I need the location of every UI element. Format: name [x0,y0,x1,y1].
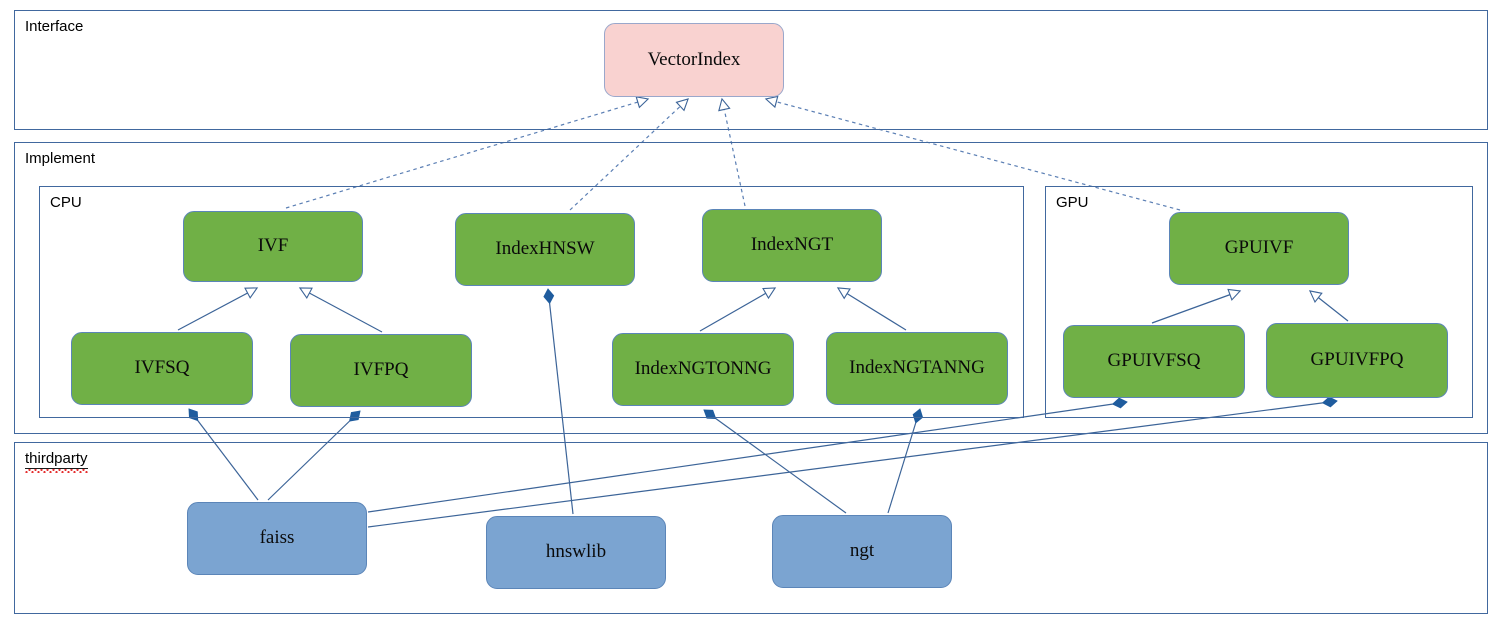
container-label-gpu: GPU [1056,194,1089,211]
node-label: GPUIVFSQ [1107,350,1201,372]
edge-ivfpq-ivf [298,287,383,333]
edge-ngt-indexngtonng [704,409,847,514]
composition-edges [189,289,1337,528]
node-indexngtanng[interactable]: IndexNGTANNG [826,332,1008,405]
node-label: VectorIndex [647,48,741,70]
node-label: IndexNGTANNG [849,357,985,379]
container-cpu [39,186,1024,418]
node-gpuivfsq[interactable]: GPUIVFSQ [1063,325,1245,398]
node-indexhnsw[interactable]: IndexHNSW [455,213,635,286]
container-gpu [1045,186,1473,418]
edge-faiss-ivfsq [189,409,259,501]
node-faiss[interactable]: faiss [187,502,367,575]
container-label-interface: Interface [25,18,84,35]
node-ivf[interactable]: IVF [183,211,363,282]
spellcheck-squiggle-icon [25,469,88,473]
node-label: GPUIVF [1224,237,1294,259]
edge-ivf-vectorindex [285,96,650,209]
container-implement [14,142,1488,434]
edge-ngt-indexngtanng [887,409,920,514]
realization-edges [285,95,1181,211]
container-thirdparty [14,442,1488,614]
node-label: IndexHNSW [495,238,595,260]
node-vectorindex[interactable]: VectorIndex [604,23,784,97]
edge-faiss-gpuivfsq [367,402,1127,513]
container-label-cpu: CPU [50,194,82,211]
edge-gpuivf-vectorindex [764,95,1181,211]
node-label: ngt [849,540,875,562]
node-label: hnswlib [545,541,607,563]
node-label: IVFSQ [134,357,190,379]
edge-ivfsq-ivf [177,287,259,331]
node-label: IndexNGTONNG [634,358,772,380]
node-gpuivfpq[interactable]: GPUIVFPQ [1266,323,1448,398]
node-label: GPUIVFPQ [1310,349,1404,371]
node-hnswlib[interactable]: hnswlib [486,516,666,589]
container-interface [14,10,1488,130]
edge-indexngtanng-indexngt [836,287,907,331]
node-ngt[interactable]: ngt [772,515,952,588]
thirdparty-text: thirdparty [25,450,88,467]
edge-indexngt-vectorindex [718,97,746,207]
edge-gpuivfpq-gpuivf [1308,290,1349,322]
node-indexngtonng[interactable]: IndexNGTONNG [612,333,794,406]
node-ivfpq[interactable]: IVFPQ [290,334,472,407]
node-indexngt[interactable]: IndexNGT [702,209,882,282]
node-gpuivf[interactable]: GPUIVF [1169,212,1349,285]
edge-indexhnsw-vectorindex [569,98,689,211]
node-ivfsq[interactable]: IVFSQ [71,332,253,405]
edge-hnswlib-indexhnsw [548,289,574,515]
edge-indexngtonng-indexngt [699,287,777,332]
container-label-thirdparty: thirdparty [25,450,88,473]
edge-gpuivfsq-gpuivf [1151,288,1242,324]
node-label: IndexNGT [750,234,834,256]
node-label: IVF [257,235,289,257]
node-label: IVFPQ [353,359,409,381]
edge-faiss-gpuivfpq [367,401,1337,528]
container-label-implement: Implement [25,150,96,167]
node-label: faiss [259,527,295,549]
edge-faiss-ivfpq [267,411,360,501]
inheritance-edges [177,287,1349,333]
